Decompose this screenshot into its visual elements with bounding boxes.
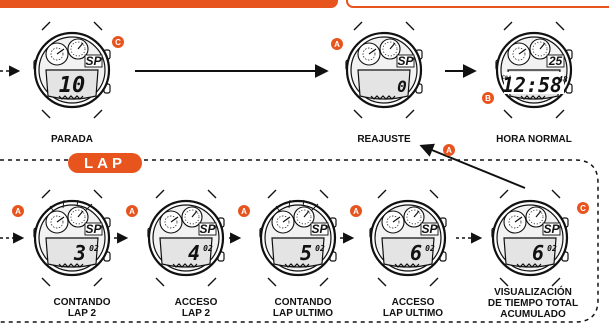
watch-reajuste: SP 0 [344,20,424,120]
button-c-marker-parada: C [112,36,124,48]
svg-text:A: A [15,207,21,216]
button-a-marker-lap2: A [12,205,24,217]
caption-contando-lap-ultimo: CONTANDO LAP ULTIMO [272,297,334,319]
watch-contando-lap-ultimo: SP 5 02 [258,188,338,288]
svg-text:C: C [115,38,121,47]
svg-text:5: 5 [300,241,312,265]
arrow-return-reajuste [419,143,526,189]
button-c-marker-total: C [577,202,589,214]
top-banner-right [346,0,609,8]
svg-text:25: 25 [548,54,563,68]
watch-acceso-lap-ultimo: SP 6 02 [368,188,448,288]
button-a-marker-return: A [443,144,455,156]
svg-text:6: 6 [410,241,422,265]
watch-contando-lap2: SP 3 02 [32,188,112,288]
svg-text:SP: SP [199,222,216,236]
svg-text:02: 02 [203,244,213,253]
svg-text:PM: PM [502,76,511,82]
watch-visualizacion-total: SP 6 02 [490,188,570,288]
button-a-marker-ultimo: A [238,205,250,217]
svg-text:48: 48 [558,75,568,84]
caption-reajuste: REAJUSTE [357,134,411,145]
svg-text:02: 02 [425,244,435,253]
watch-hora-normal: 25 12:58 48 PM [494,20,574,120]
svg-text:SP: SP [85,54,102,68]
svg-text:02: 02 [315,244,325,253]
lap-loop-border [0,159,599,323]
watch-acceso-lap2: SP 4 02 [146,188,226,288]
lap-badge: LAP [68,153,142,173]
svg-text:B: B [485,94,491,103]
svg-text:A: A [446,146,452,155]
svg-text:A: A [334,40,340,49]
button-b-marker-hora: B [482,92,494,104]
svg-text:02: 02 [89,244,99,253]
button-a-marker-acceso2: A [126,205,138,217]
svg-text:12:58: 12:58 [502,73,562,97]
svg-text:SP: SP [421,222,438,236]
svg-text:6: 6 [532,241,544,265]
svg-text:SP: SP [311,222,328,236]
caption-contando-lap2: CONTANDO LAP 2 [53,297,111,319]
svg-text:10: 10 [59,73,86,98]
svg-text:3: 3 [73,241,86,265]
svg-text:SP: SP [85,222,102,236]
svg-text:0: 0 [397,77,407,96]
top-banner-left [0,0,338,8]
svg-text:4: 4 [188,241,200,265]
watch-parada: SP 10 [32,20,112,120]
svg-text:SP: SP [397,54,414,68]
caption-visualizacion-total: VISUALIZACIÓN DE TIEMPO TOTAL ACUMULADO [487,287,579,320]
caption-hora-normal: HORA NORMAL [496,134,572,145]
svg-text:A: A [353,207,359,216]
svg-text:A: A [129,207,135,216]
svg-text:SP: SP [543,222,560,236]
svg-text:C: C [580,204,586,213]
svg-text:02: 02 [547,244,557,253]
lap-label: LAP [84,155,126,172]
button-a-marker-reajuste: A [331,38,343,50]
caption-acceso-lap2: ACCESO LAP 2 [174,297,218,319]
caption-acceso-lap-ultimo: ACCESO LAP ULTIMO [382,297,444,319]
caption-parada: PARADA [50,134,94,145]
button-a-marker-acceso-ultimo: A [350,205,362,217]
svg-text:A: A [241,207,247,216]
